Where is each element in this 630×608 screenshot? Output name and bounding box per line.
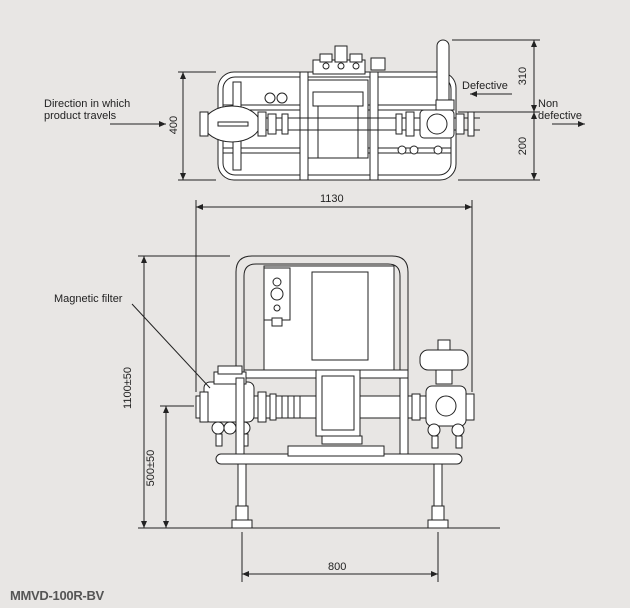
direction-label-line1: Direction in which xyxy=(44,98,131,110)
dimension-length: 1130 xyxy=(320,193,344,205)
dimension-leg-span: 800 xyxy=(328,561,347,573)
magnetic-filter-label: Magnetic filter xyxy=(54,293,123,305)
dimension-depth: 400 xyxy=(168,115,180,135)
direction-label-line2: product travels xyxy=(44,110,117,122)
dimension-pipe-height: 500±50 xyxy=(145,449,157,487)
dimension-upper-offset: 310 xyxy=(517,66,529,86)
top-view xyxy=(199,39,480,181)
dimension-lower-offset: 200 xyxy=(517,136,529,156)
front-view xyxy=(195,255,475,529)
non-defective-label-line2: defective xyxy=(538,110,583,122)
defective-label: Defective xyxy=(462,80,508,92)
dimension-height: 1100±50 xyxy=(122,367,134,409)
non-defective-label-line1: Non xyxy=(538,98,559,110)
model-name: MMVD-100R-BV xyxy=(10,588,104,603)
top-view-dimensions xyxy=(110,39,585,181)
front-view-dimensions xyxy=(131,200,500,582)
